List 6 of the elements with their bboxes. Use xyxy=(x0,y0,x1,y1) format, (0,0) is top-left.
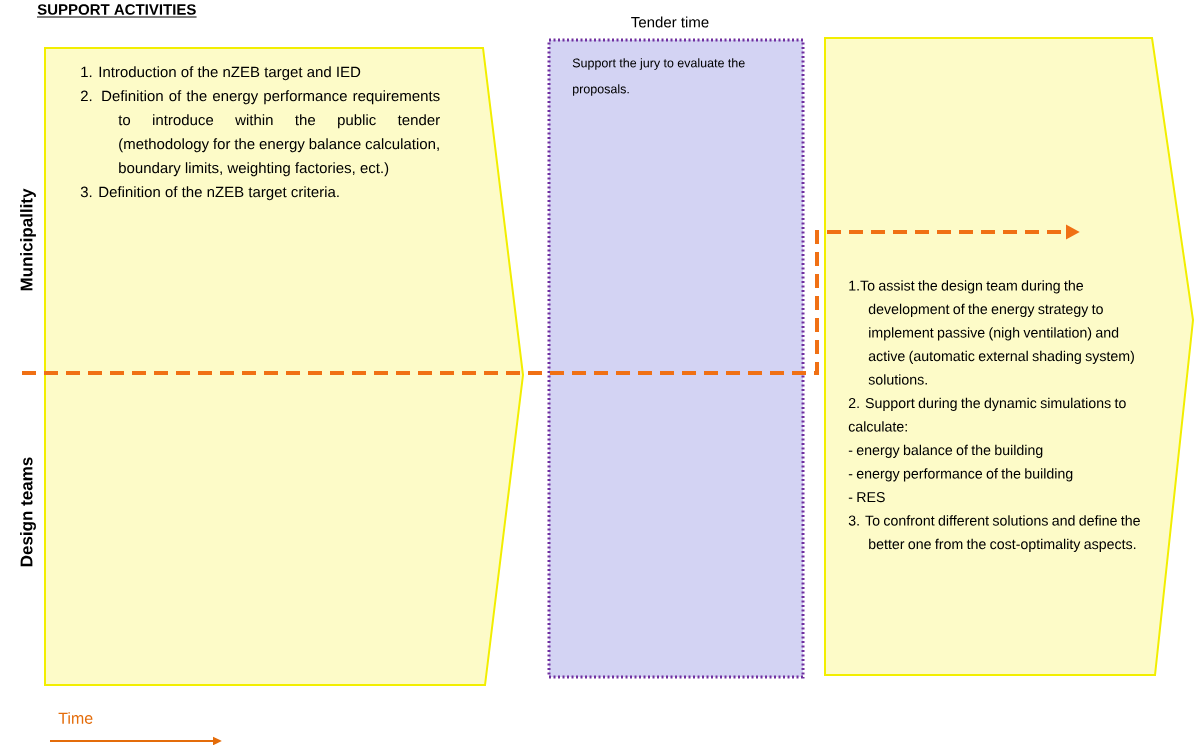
chevron-box: 1.To assist the design team during the development of the energy strategy to implement passive (nigh ventilation) and active (automatic external shading system) solutions. 2. Support during the dynamic simulations to calculate: - energy balance of the building - energy performance of the building - RES 3. To confront different solutions and define the better one from the cost-optimality aspects. xyxy=(824,37,1194,676)
chevron-box: 1. Introduction of the nZEB target and IED 2. Definition of the energy performance requirements to introduce within the public tender (methodology for the energy balance calculation, boundary limits, weighting factories, ect.) 3. Definition of the nZEB target criteria. xyxy=(44,47,524,686)
section-title: SUPPORT ACTIVITIES xyxy=(37,4,196,15)
tender-box: Support the jury to evaluate the proposals. xyxy=(547,38,805,679)
phase-label: Tender time xyxy=(631,16,709,28)
time-label: Time xyxy=(58,712,93,724)
